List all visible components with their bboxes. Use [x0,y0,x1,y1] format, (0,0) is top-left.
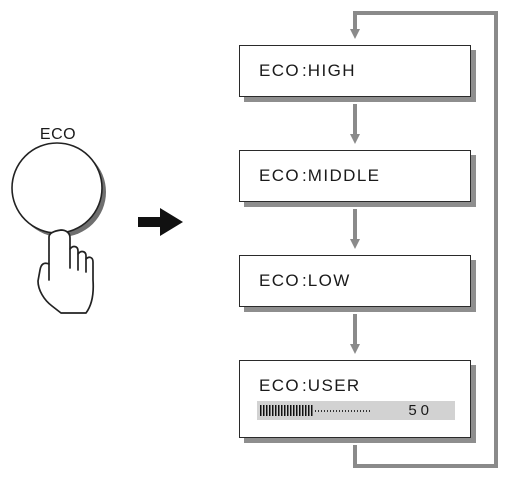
eco-button[interactable] [11,142,106,237]
eco-button-label: ECO [39,126,77,143]
mode-label: ECO:LOW [259,271,351,290]
pressing-hand-icon [37,229,95,314]
mode-label: ECO:USER [259,376,361,395]
user-level-bar[interactable]: 50 [257,401,455,420]
eco-mode-middle-box: ECO:MIDDLE [239,150,471,202]
mode-label: ECO:HIGH [259,61,356,80]
user-level-value: 50 [408,402,433,419]
right-arrow-icon [138,208,183,236]
level-bar-remainder [315,410,371,412]
eco-mode-user-box: ECO:USER 50 [239,360,471,438]
eco-mode-high-box: ECO:HIGH [239,45,471,97]
level-bar-fill [260,405,314,416]
mode-label: ECO:MIDDLE [259,166,381,185]
loop-back-arrow [350,11,498,468]
eco-mode-low-box: ECO:LOW [239,255,471,307]
